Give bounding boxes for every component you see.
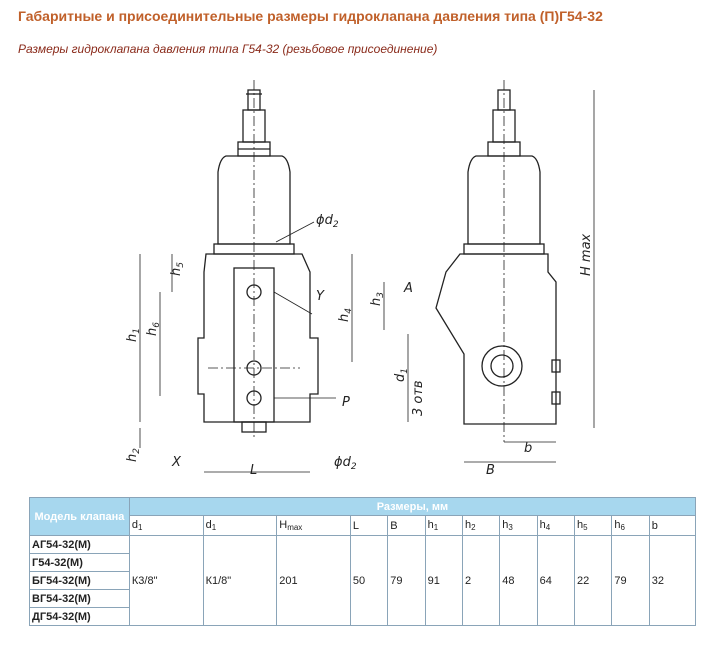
size-value: 32 bbox=[648, 535, 697, 626]
column-header: h1 bbox=[424, 515, 463, 536]
model-name: Г54-32(М) bbox=[29, 553, 130, 572]
size-value: 79 bbox=[387, 535, 426, 626]
column-header: h6 bbox=[611, 515, 650, 536]
label-b-upper: B bbox=[486, 463, 495, 478]
label-holes: 3 отв bbox=[411, 380, 426, 416]
model-name: БГ54-32(М) bbox=[29, 571, 130, 590]
page-title: Габаритные и присоединительные размеры г… bbox=[18, 8, 603, 24]
column-header: h2 bbox=[461, 515, 501, 536]
label-h3: h3 bbox=[369, 292, 386, 306]
column-header-base: h bbox=[539, 519, 546, 531]
table-row: БГ54-32(М) bbox=[29, 571, 696, 590]
column-header-base: h bbox=[502, 519, 509, 531]
column-header-base: H bbox=[279, 519, 288, 531]
column-header-base: d bbox=[205, 519, 212, 531]
technical-drawing: ϕd2 h5 h6 h1 h2 h4 Y P X L ϕd2 h3 A d1 3… bbox=[100, 76, 630, 488]
size-value: 2 bbox=[461, 535, 501, 626]
front-body bbox=[197, 253, 319, 423]
column-header-base: b bbox=[651, 519, 658, 532]
column-header: d1 bbox=[128, 515, 204, 536]
side-view bbox=[383, 80, 595, 463]
table-header-row: Модель клапана Размеры, мм bbox=[29, 497, 697, 536]
column-header-base: d bbox=[131, 519, 139, 531]
column-header-sub: 5 bbox=[583, 523, 588, 532]
column-header-sub: 4 bbox=[545, 523, 551, 532]
label-hmax: H max bbox=[579, 233, 594, 276]
size-value: 201 bbox=[276, 535, 351, 626]
model-name: АГ54-32(М) bbox=[29, 535, 130, 554]
column-header-base: h bbox=[614, 519, 621, 531]
table-row: ВГ54-32(М) bbox=[29, 589, 696, 608]
label-p: P bbox=[342, 395, 350, 410]
column-header: d1 bbox=[202, 515, 278, 536]
model-name: ВГ54-32(М) bbox=[29, 589, 130, 608]
label-h4: h4 bbox=[337, 308, 354, 322]
size-value: 50 bbox=[349, 535, 389, 626]
column-header-base: h bbox=[577, 519, 584, 531]
label-h2: h2 bbox=[125, 448, 142, 462]
page-subtitle: Размеры гидроклапана давления типа Г54-3… bbox=[18, 42, 438, 56]
label-x: X bbox=[171, 455, 182, 470]
column-header-base: h bbox=[427, 519, 434, 531]
column-header-sub: 1 bbox=[211, 523, 217, 532]
table-row: ДГ54-32(М) bbox=[29, 607, 696, 626]
column-header-base: L bbox=[352, 519, 359, 532]
side-plug-1 bbox=[551, 359, 561, 373]
column-header: L bbox=[349, 515, 389, 536]
size-value: К1/8" bbox=[202, 535, 278, 626]
label-d2-bottom: ϕd2 bbox=[334, 455, 357, 472]
drawing-labels: ϕd2 h5 h6 h1 h2 h4 Y P X L ϕd2 h3 A d1 3… bbox=[125, 213, 594, 478]
column-header: h5 bbox=[574, 515, 613, 536]
size-value: 22 bbox=[574, 535, 613, 626]
label-d1: d1 bbox=[393, 368, 410, 382]
column-header: h3 bbox=[499, 515, 538, 536]
column-header: B bbox=[387, 515, 426, 536]
model-name: ДГ54-32(М) bbox=[29, 607, 130, 626]
column-header-sub: 1 bbox=[433, 523, 439, 532]
size-value: 48 bbox=[499, 535, 538, 626]
sizes-header: Размеры, мм bbox=[128, 497, 697, 516]
size-value: 91 bbox=[424, 535, 463, 626]
side-plug-2 bbox=[551, 391, 561, 405]
column-header-sub: max bbox=[287, 523, 303, 532]
column-header: Hmax bbox=[276, 515, 351, 536]
column-header: b bbox=[648, 515, 697, 536]
valve-drawing-svg: ϕd2 h5 h6 h1 h2 h4 Y P X L ϕd2 h3 A d1 3… bbox=[125, 80, 595, 478]
size-value: 64 bbox=[536, 535, 576, 626]
label-d2-top: ϕd2 bbox=[316, 213, 339, 230]
label-h6: h6 bbox=[145, 322, 162, 336]
column-header-base: h bbox=[464, 519, 472, 531]
label-b-lower: b bbox=[524, 441, 532, 456]
side-port bbox=[481, 345, 523, 387]
front-view bbox=[139, 80, 353, 473]
label-l: L bbox=[250, 463, 257, 478]
column-header-base: B bbox=[390, 519, 398, 532]
side-body bbox=[435, 253, 557, 425]
column-header-sub: 3 bbox=[508, 523, 513, 532]
column-header-sub: 6 bbox=[620, 523, 625, 532]
size-value: К3/8" bbox=[128, 535, 204, 626]
column-header-sub: 1 bbox=[138, 523, 143, 532]
label-h5: h5 bbox=[169, 262, 186, 276]
table-row: Г54-32(М) bbox=[29, 553, 696, 572]
size-value: 79 bbox=[611, 535, 650, 626]
column-header: h4 bbox=[536, 515, 576, 536]
label-h1: h1 bbox=[125, 328, 142, 342]
model-header: Модель клапана bbox=[29, 497, 130, 536]
column-header-sub: 2 bbox=[471, 523, 476, 532]
label-y: Y bbox=[316, 289, 325, 304]
label-a: A bbox=[403, 281, 413, 296]
